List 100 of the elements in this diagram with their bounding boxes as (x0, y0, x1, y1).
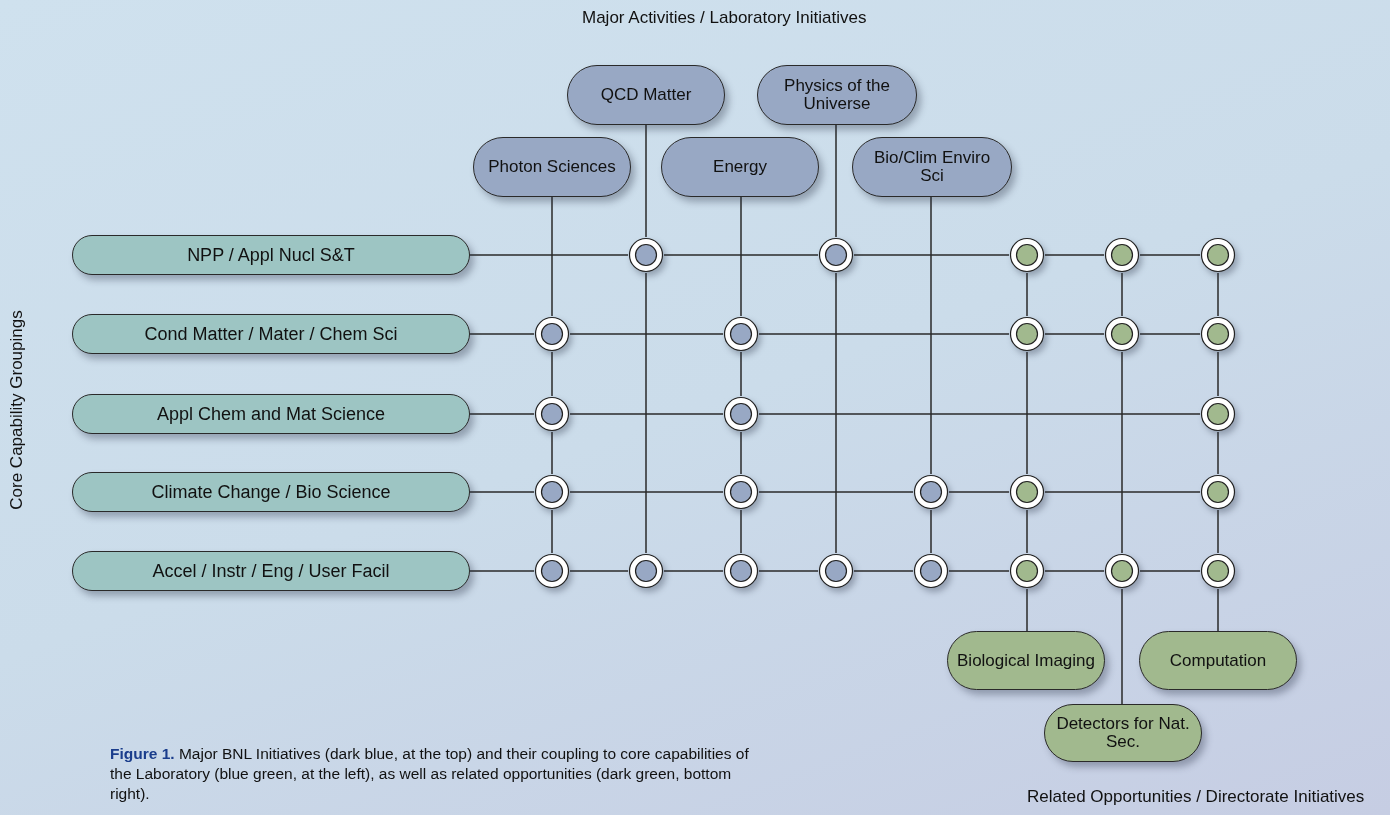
opportunity-pill (1044, 704, 1202, 762)
node-label: Computation (1169, 651, 1267, 670)
connector-line (663, 254, 819, 256)
junction-circle (818, 237, 854, 273)
node-label: Cond Matter / Mater / Chem Sci (144, 324, 398, 344)
junction-circle (534, 396, 570, 432)
junction-circle (723, 553, 759, 589)
connector-line (948, 570, 1010, 572)
junction-circle (628, 237, 664, 273)
connector-line (569, 491, 724, 493)
connector-line (1217, 431, 1219, 475)
connector-line (1044, 254, 1105, 256)
connector-line (469, 491, 535, 493)
junction-circle (913, 553, 949, 589)
capability-pill (72, 394, 470, 434)
connector-line (1139, 254, 1201, 256)
node-label: Detectors for Nat. Sec. (1055, 715, 1191, 751)
junction-circle (1200, 553, 1236, 589)
connector-line (569, 570, 629, 572)
junction-circle (1104, 553, 1140, 589)
junction-circle (1009, 316, 1045, 352)
junction-circle (723, 474, 759, 510)
junction-circle (1104, 316, 1140, 352)
connector-line (1217, 351, 1219, 397)
node-label: Appl Chem and Mat Science (156, 404, 386, 424)
capability-pill (72, 551, 470, 591)
connector-line (1139, 570, 1201, 572)
connector-line (758, 333, 1010, 335)
connector-line (740, 196, 742, 317)
initiative-pill (661, 137, 819, 197)
connector-line (569, 333, 724, 335)
connector-line (551, 351, 553, 397)
initiative-pill (757, 65, 917, 125)
node-label: Bio/Clim Enviro Sci (872, 149, 992, 185)
junction-circle (1200, 316, 1236, 352)
capability-pill (72, 314, 470, 354)
connector-line (758, 413, 1201, 415)
connector-line (663, 570, 724, 572)
node-label: Biological Imaging (957, 651, 1095, 670)
connector-line (1121, 588, 1123, 705)
connector-line (930, 509, 932, 554)
junction-circle (534, 474, 570, 510)
connector-line (469, 333, 535, 335)
opportunity-pill (947, 631, 1105, 690)
connector-line (758, 491, 914, 493)
junction-circle (1200, 396, 1236, 432)
junction-circle (1009, 553, 1045, 589)
connector-line (1217, 588, 1219, 632)
junction-circle (534, 316, 570, 352)
node-label: Photon Sciences (488, 158, 616, 176)
connector-line (853, 254, 1010, 256)
connector-line (1044, 333, 1105, 335)
connector-line (551, 431, 553, 475)
figure-caption: Figure 1. Major BNL Initiatives (dark blue, at the top) and their coupling to core capabilities of the Laboratory (blue green, at the left), as well as related opportunities (dark green, bottom right). (110, 744, 750, 805)
junction-circle (723, 396, 759, 432)
connector-line (758, 570, 819, 572)
junction-circle (1200, 237, 1236, 273)
connector-line (1026, 351, 1028, 475)
initiative-pill (567, 65, 725, 125)
connector-line (551, 196, 553, 317)
junction-circle (818, 553, 854, 589)
junction-circle (1009, 474, 1045, 510)
connector-line (740, 509, 742, 554)
capability-pill (72, 235, 470, 275)
node-label: Climate Change / Bio Science (151, 482, 391, 502)
capability-pill (72, 472, 470, 512)
node-label: Accel / Instr / Eng / User Facil (152, 561, 390, 581)
node-label: NPP / Appl Nucl S&T (187, 245, 355, 265)
connector-line (469, 254, 629, 256)
section-title: Related Opportunities / Directorate Initiatives (1027, 787, 1365, 807)
connector-line (645, 124, 647, 238)
connector-line (569, 413, 724, 415)
axis-title: Core Capability Groupings (6, 310, 27, 510)
connector-line (1026, 509, 1028, 554)
connector-line (740, 431, 742, 475)
connector-line (1026, 588, 1028, 632)
connector-line (1121, 351, 1123, 554)
connector-line (469, 570, 535, 572)
node-label: Physics of the Universe (783, 77, 891, 113)
connector-line (1044, 491, 1201, 493)
connector-line (853, 570, 914, 572)
section-title: Major Activities / Laboratory Initiatives (582, 8, 867, 28)
connector-line (930, 196, 932, 475)
junction-circle (1104, 237, 1140, 273)
connector-line (1217, 509, 1219, 554)
junction-circle (1200, 474, 1236, 510)
initiative-pill (473, 137, 631, 197)
connector-line (551, 509, 553, 554)
node-label: Energy (713, 158, 767, 176)
connector-line (1044, 570, 1105, 572)
node-label: QCD Matter (600, 86, 692, 104)
connector-line (1026, 272, 1028, 317)
junction-circle (1009, 237, 1045, 273)
connector-line (1139, 333, 1201, 335)
junction-circle (913, 474, 949, 510)
junction-circle (628, 553, 664, 589)
connector-line (740, 351, 742, 397)
connector-line (835, 124, 837, 238)
junction-circle (534, 553, 570, 589)
connector-line (1121, 272, 1123, 317)
